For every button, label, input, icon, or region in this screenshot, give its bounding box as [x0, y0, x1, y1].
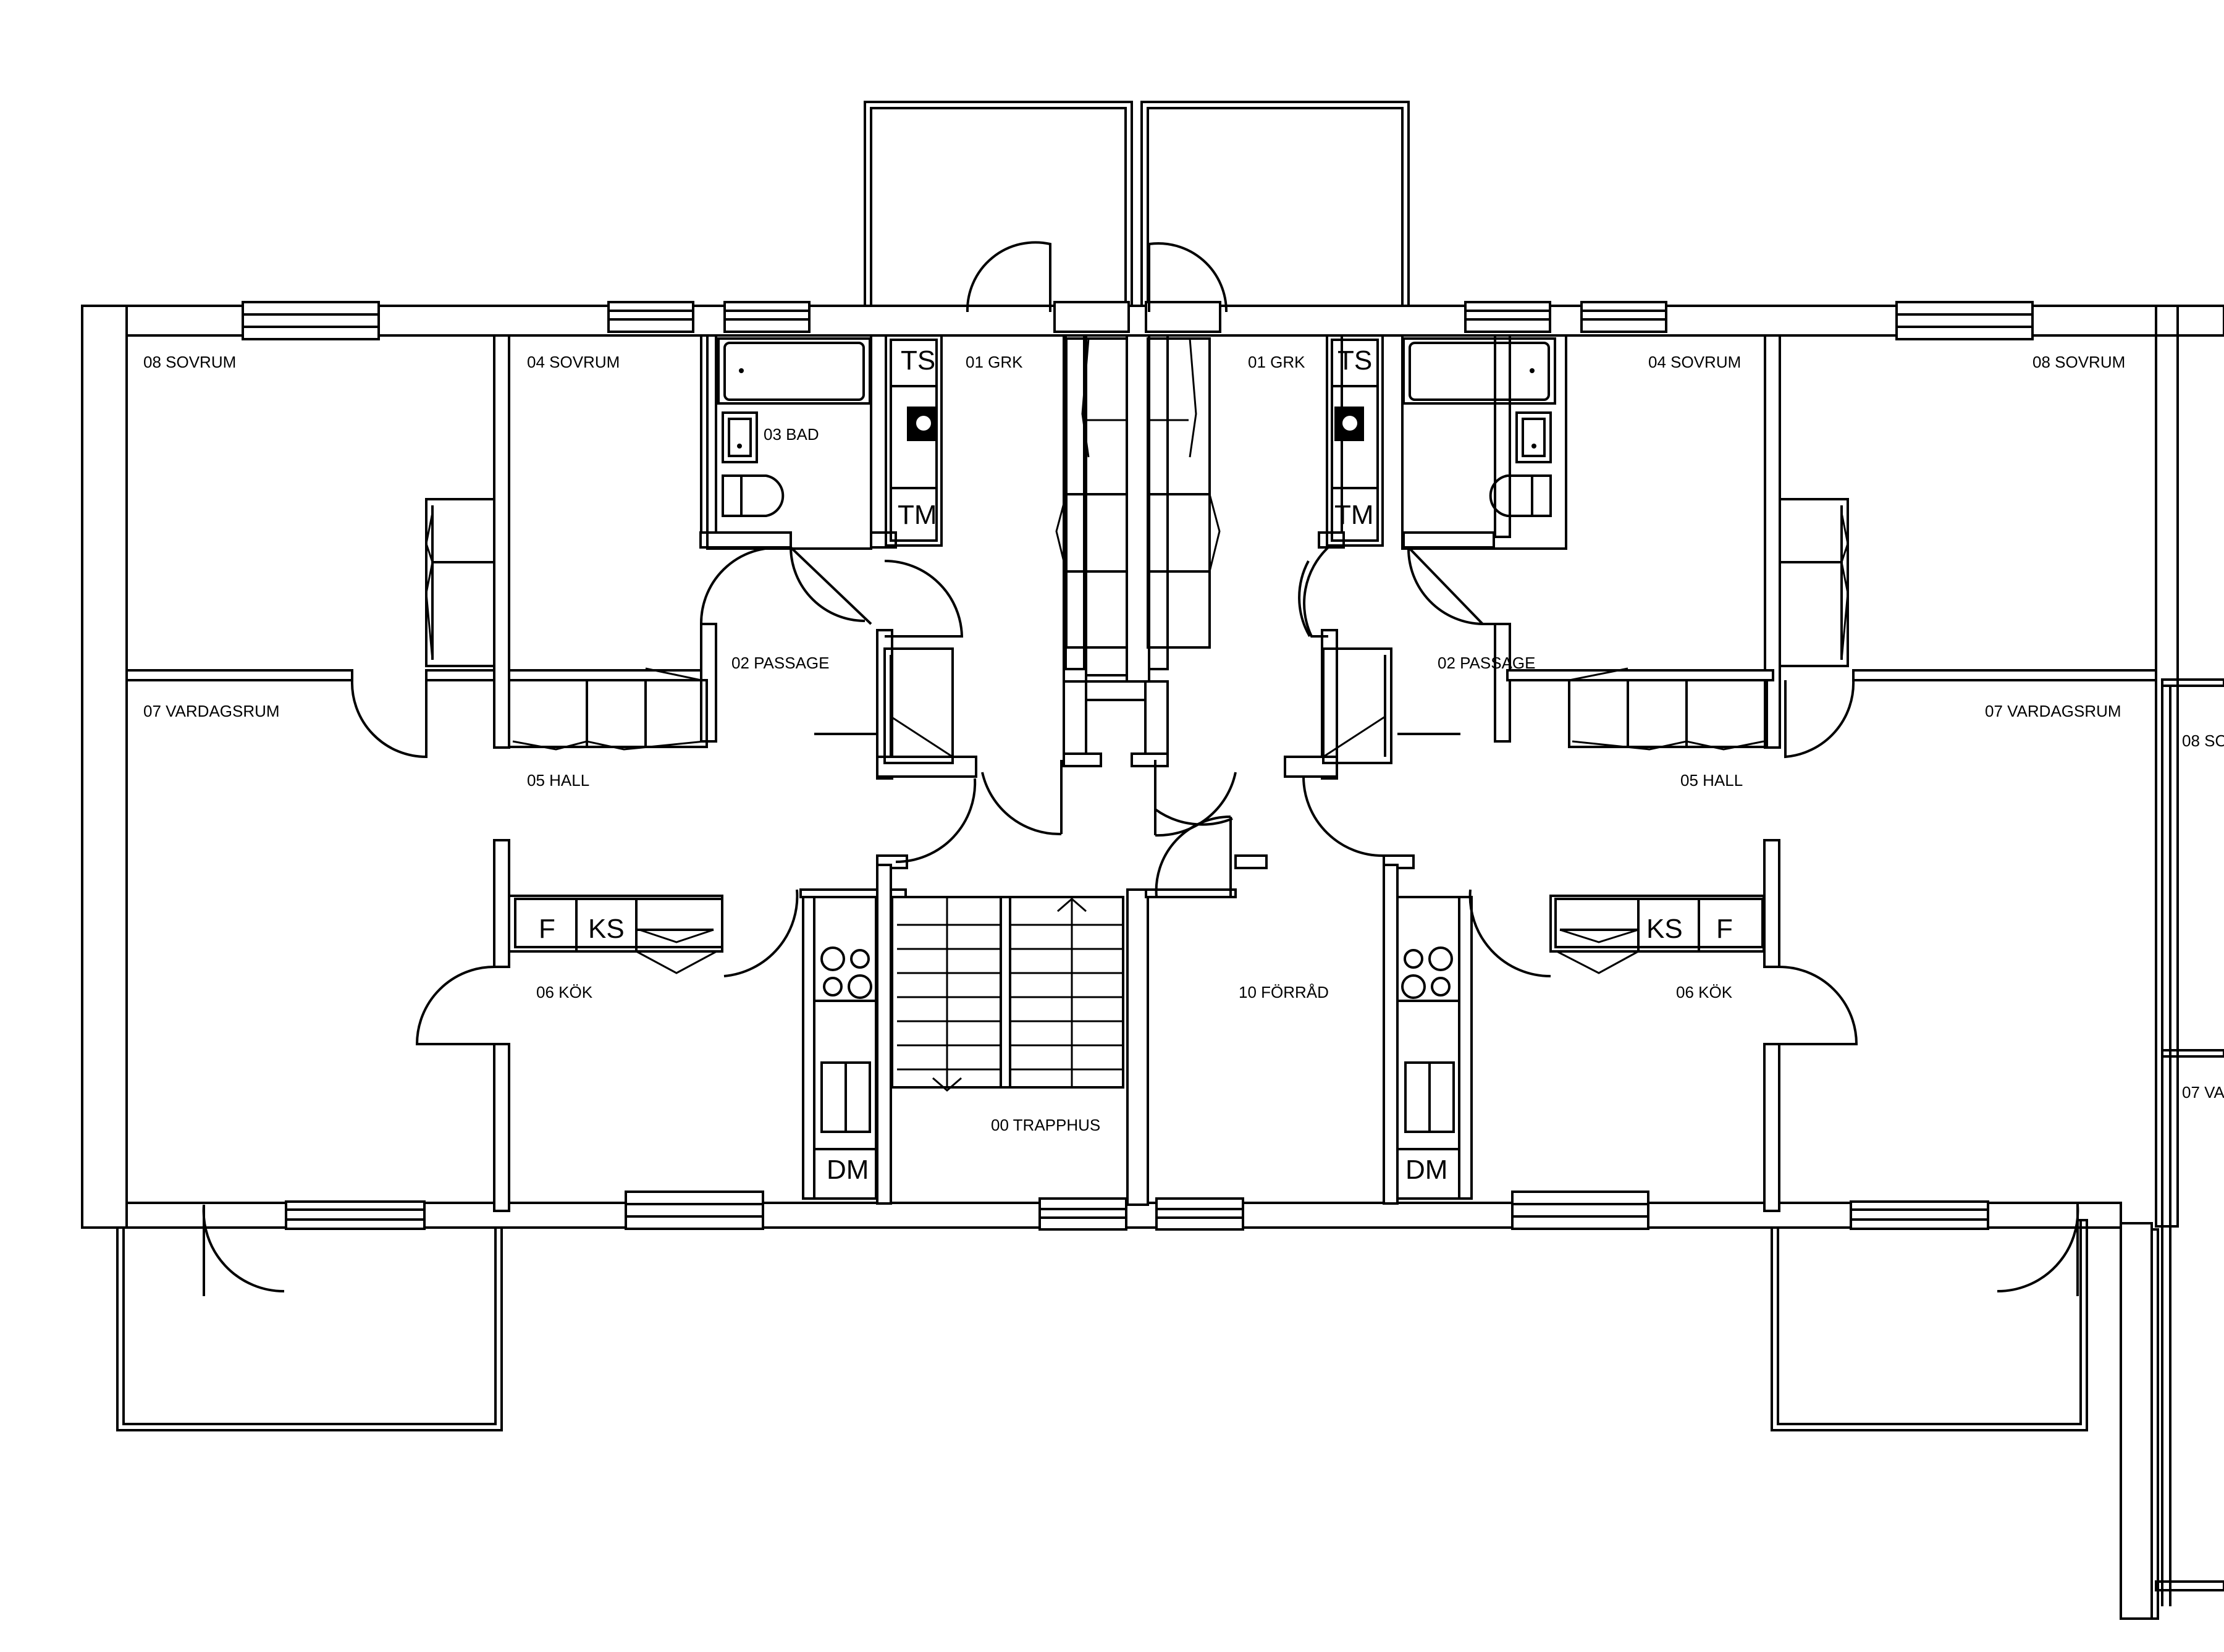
room-label-right-02-passage: 02 PASSAGE [1438, 654, 1536, 672]
fixtures [425, 334, 1849, 1200]
room-label-left-05-hall: 05 HALL [527, 771, 589, 790]
fixture-label-right-ks: KS [1646, 914, 1683, 944]
room-label-10-forrad: 10 FÖRRÅD [1239, 983, 1329, 1001]
room-label-right-01-grk: 01 GRK [1248, 353, 1305, 371]
room-label-right-04-sovrum: 04 SOVRUM [1648, 353, 1741, 371]
fixture-label-right-tm: TM [1334, 500, 1374, 530]
fixture-label-left-dm: DM [827, 1155, 869, 1185]
room-label-left-03-bad: 03 BAD [764, 425, 819, 444]
room-label-left-04-sovrum: 04 SOVRUM [527, 353, 620, 371]
room-label-00-trapphus: 00 TRAPPHUS [991, 1116, 1100, 1134]
fixture-label-left-ks: KS [588, 914, 625, 944]
room-label-left-07-vardagsrum: 07 VARDAGSRUM [143, 702, 280, 720]
room-label-edge-08-sovrum: 08 SO [2182, 731, 2224, 750]
fixture-label-right-f: F [1716, 914, 1733, 944]
room-label-right-05-hall: 05 HALL [1680, 771, 1743, 790]
doors [202, 241, 2079, 1296]
fixture-label-left-ts: TS [901, 345, 935, 376]
room-label-right-06-kok: 06 KÖK [1676, 983, 1733, 1001]
fixture-label-left-f: F [539, 914, 555, 944]
room-label-left-02-passage: 02 PASSAGE [731, 654, 830, 672]
room-label-right-08-sovrum: 08 SOVRUM [2032, 353, 2125, 371]
room-label-edge-07-vardagsrum: 07 VA [2182, 1083, 2224, 1102]
room-label-right-07-vardagsrum: 07 VARDAGSRUM [1985, 702, 2121, 720]
fixture-label-right-ts: TS [1337, 345, 1372, 376]
room-label-left-08-sovrum: 08 SOVRUM [143, 353, 236, 371]
staircase [891, 896, 1124, 1092]
room-label-left-01-grk: 01 GRK [966, 353, 1023, 371]
fixture-labels: TS TM TS TM F KS KS F DM DM [539, 345, 1733, 1185]
room-label-left-06-kok: 06 KÖK [536, 983, 593, 1001]
windows [242, 301, 2034, 1231]
room-labels: 08 SOVRUM 04 SOVRUM 03 BAD 01 GRK 02 PAS… [143, 353, 2224, 1134]
outer-walls [81, 305, 2224, 1620]
fixture-label-left-tm: TM [898, 500, 937, 530]
interior-walls [125, 334, 2157, 1212]
fixture-label-right-dm: DM [1405, 1155, 1447, 1185]
